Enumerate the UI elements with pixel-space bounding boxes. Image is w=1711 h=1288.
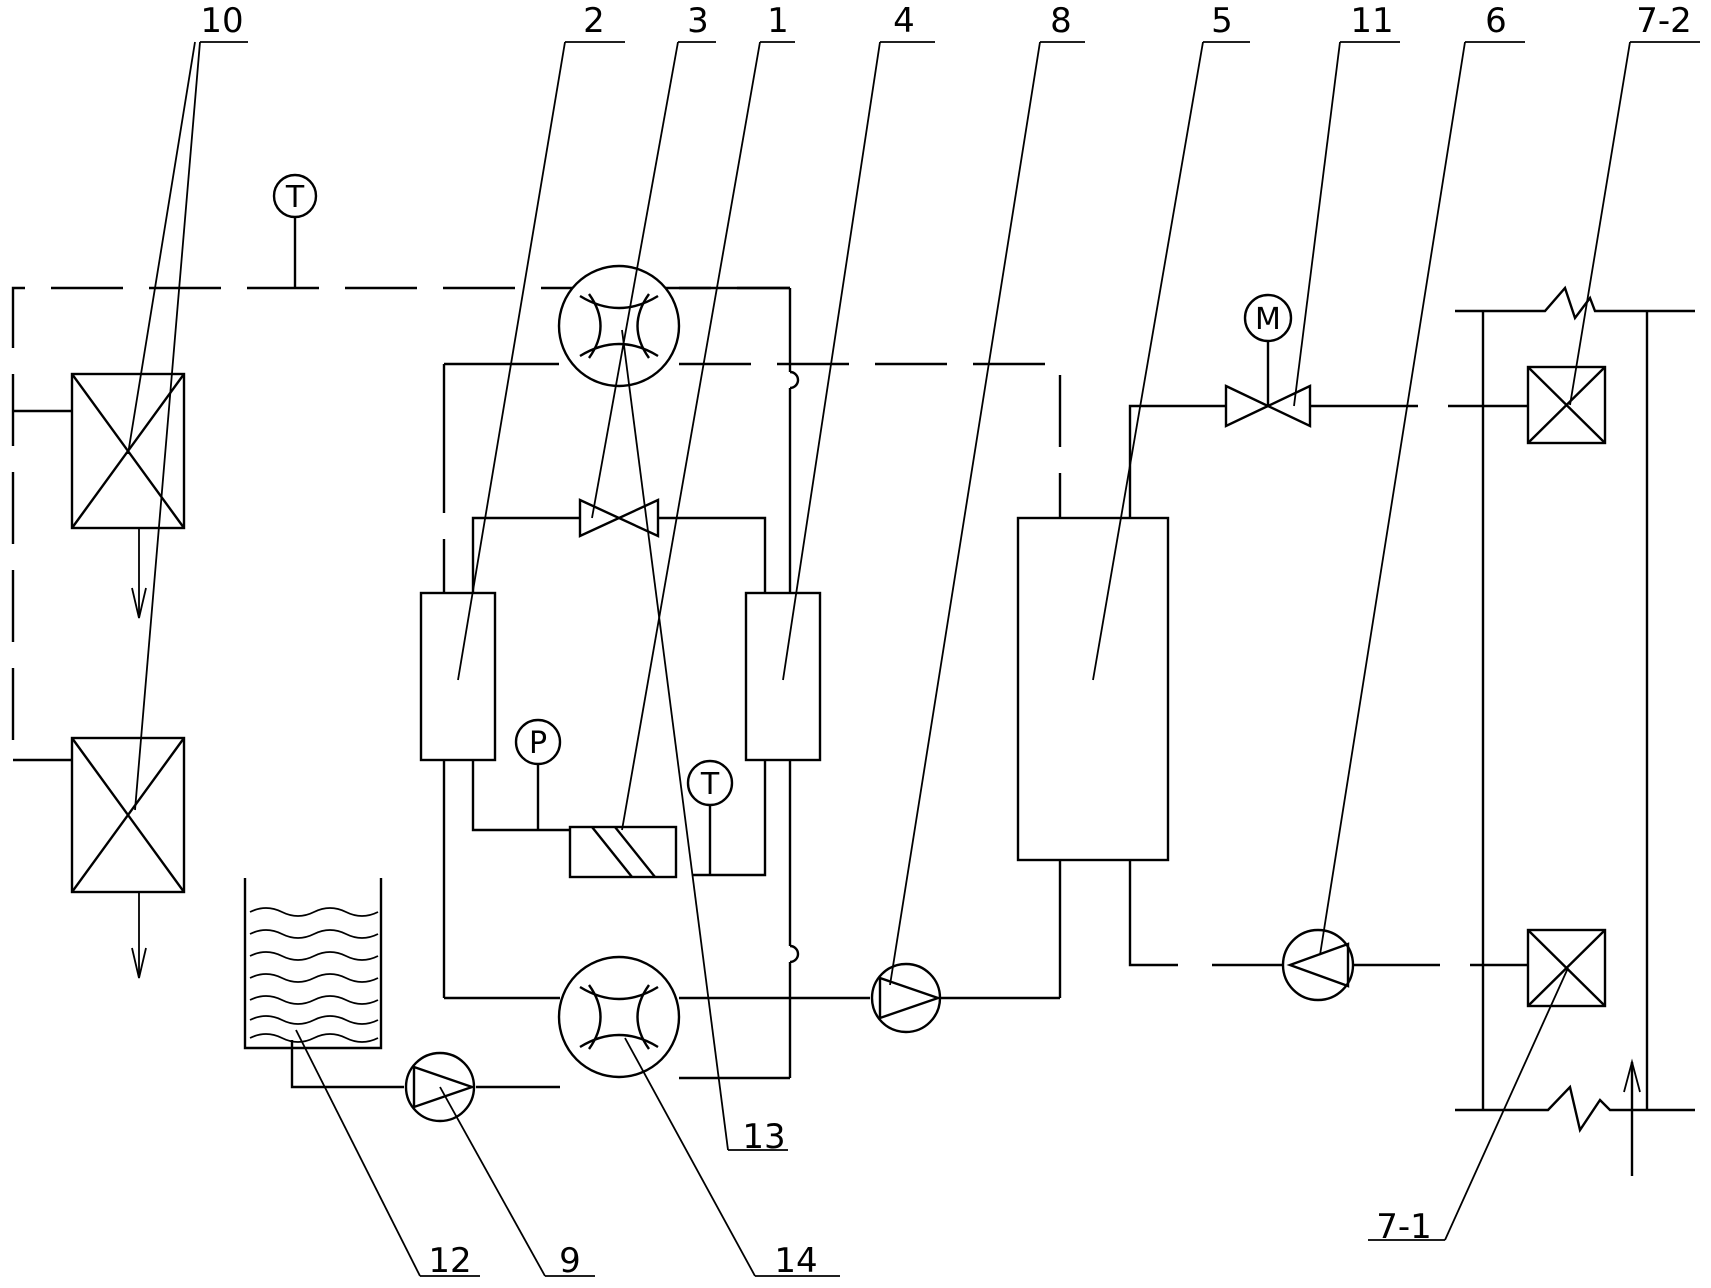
label-6: 6	[1485, 1, 1507, 41]
temperature-gauge-mid-label: T	[700, 767, 720, 802]
label-12: 12	[428, 1241, 471, 1281]
component-labels: 10 2 3 1 4 8 5 11 6 7-2 13 7-1 12 9 14	[200, 1, 1691, 1281]
label-1: 1	[767, 1, 789, 41]
ground-well	[1455, 285, 1695, 1176]
label-11: 11	[1350, 1, 1393, 41]
label-10: 10	[200, 1, 243, 41]
leader-lines	[127, 41, 1700, 1277]
label-8: 8	[1050, 1, 1072, 41]
coil-lower	[70, 736, 186, 894]
motorised-valve-11: M	[1128, 293, 1528, 518]
label-2: 2	[583, 1, 605, 41]
four-way-valve-top	[557, 264, 681, 388]
label-4: 4	[893, 1, 915, 41]
label-14: 14	[774, 1241, 817, 1281]
refrigerant-loop	[442, 286, 1062, 1080]
water-tank-12	[243, 878, 383, 1050]
label-5: 5	[1211, 1, 1233, 41]
storage-tank-5	[1016, 516, 1170, 862]
left-supply-circuit	[11, 286, 790, 762]
well-coil-7-1	[1526, 928, 1607, 1008]
airflow-arrows	[131, 528, 147, 979]
label-7-2: 7-2	[1636, 1, 1692, 41]
pump-8	[870, 962, 942, 1034]
temperature-gauge-top-label: T	[285, 180, 305, 215]
pump-6	[1128, 860, 1528, 1002]
label-7-1: 7-1	[1376, 1207, 1432, 1247]
label-9: 9	[559, 1241, 581, 1281]
temperature-gauge-mid: T	[686, 759, 734, 875]
motor-label: M	[1255, 302, 1281, 337]
temperature-gauge-top: T	[272, 173, 318, 288]
label-3: 3	[687, 1, 709, 41]
four-way-valve-bottom	[557, 955, 681, 1079]
pump-9	[290, 1040, 560, 1123]
expansion-circuit	[471, 516, 767, 877]
pressure-gauge: P	[514, 718, 562, 830]
label-13: 13	[742, 1117, 785, 1157]
well-coil-7-2	[1526, 365, 1607, 445]
compressor-1	[568, 825, 678, 879]
pressure-gauge-label: P	[529, 726, 547, 761]
